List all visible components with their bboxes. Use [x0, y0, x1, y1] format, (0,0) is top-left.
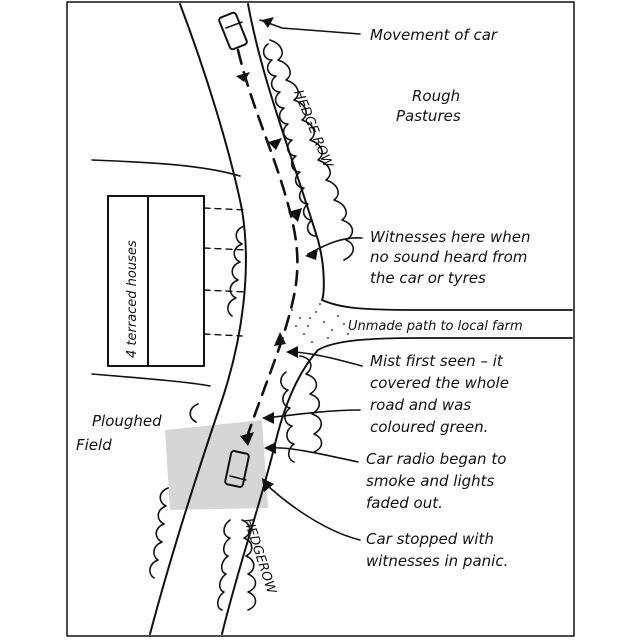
label-radio-1: Car radio began to [366, 450, 506, 468]
hedgerow-left-small [189, 403, 199, 423]
label-witnesses-1: Witnesses here when [370, 228, 530, 246]
arrow-mist-lower [262, 412, 274, 424]
label-witnesses-3: the car or tyres [370, 269, 486, 287]
car-route-dashed [236, 48, 299, 442]
hedgerow-bottom-inner [241, 519, 257, 611]
label-ploughed: Ploughed [92, 412, 162, 430]
leader-mist [289, 351, 363, 367]
label-stopped-2: witnesses in panic. [366, 552, 508, 570]
arrow-movement [262, 17, 274, 28]
arrow-mist [286, 346, 298, 358]
hedgerow-bottom-outer [216, 519, 231, 611]
label-radio-2: smoke and lights [366, 472, 495, 490]
label-rough: Rough [412, 87, 460, 105]
car-start-icon [218, 11, 248, 51]
hedgerow-lower-right-outer [299, 355, 323, 453]
path-gravel-dots [291, 303, 349, 343]
terraced-houses [107, 195, 247, 367]
label-hedge-row-top: HEDGE ROW [290, 88, 335, 171]
road-right-edge-upper [247, 3, 325, 301]
label-path: Unmade path to local farm [348, 319, 523, 334]
path-bottom-edge [317, 337, 573, 351]
label-terraced-houses: 4 terraced houses [125, 240, 140, 358]
arrow-witnesses [305, 248, 318, 260]
arrow-stopped [262, 478, 274, 492]
hedgerow-upper-outer [269, 39, 355, 261]
label-mist-4: coloured green. [370, 418, 488, 436]
arrow-radio [264, 442, 276, 454]
hedgerow-lower-right-inner [280, 371, 295, 463]
label-pastures: Pastures [396, 107, 461, 125]
label-stopped-1: Car stopped with [366, 530, 494, 548]
label-movement: Movement of car [370, 26, 498, 44]
field-boundary-top [91, 159, 241, 177]
hedgerow-upper-inner [262, 43, 317, 237]
label-mist-2: covered the whole [370, 374, 509, 392]
label-radio-3: faded out. [366, 494, 443, 512]
hedgerow-left-houses [227, 225, 245, 317]
leader-mist-lower [265, 409, 361, 419]
path-top-edge [321, 299, 573, 311]
label-witnesses-2: no sound heard from [370, 248, 527, 266]
car-stopped-icon [224, 450, 250, 488]
hedgerow-bottom-left [149, 487, 169, 579]
label-mist-3: road and was [370, 396, 471, 414]
leader-radio [267, 446, 359, 463]
leader-stopped [263, 481, 361, 541]
diagram-frame [66, 1, 575, 637]
label-field: Field [76, 436, 112, 454]
label-mist-1: Mist first seen – it [370, 352, 504, 370]
field-boundary-bottom [91, 373, 211, 387]
leader-movement [259, 19, 361, 35]
road-left-edge [149, 3, 247, 635]
route-arrowheads [236, 72, 302, 446]
